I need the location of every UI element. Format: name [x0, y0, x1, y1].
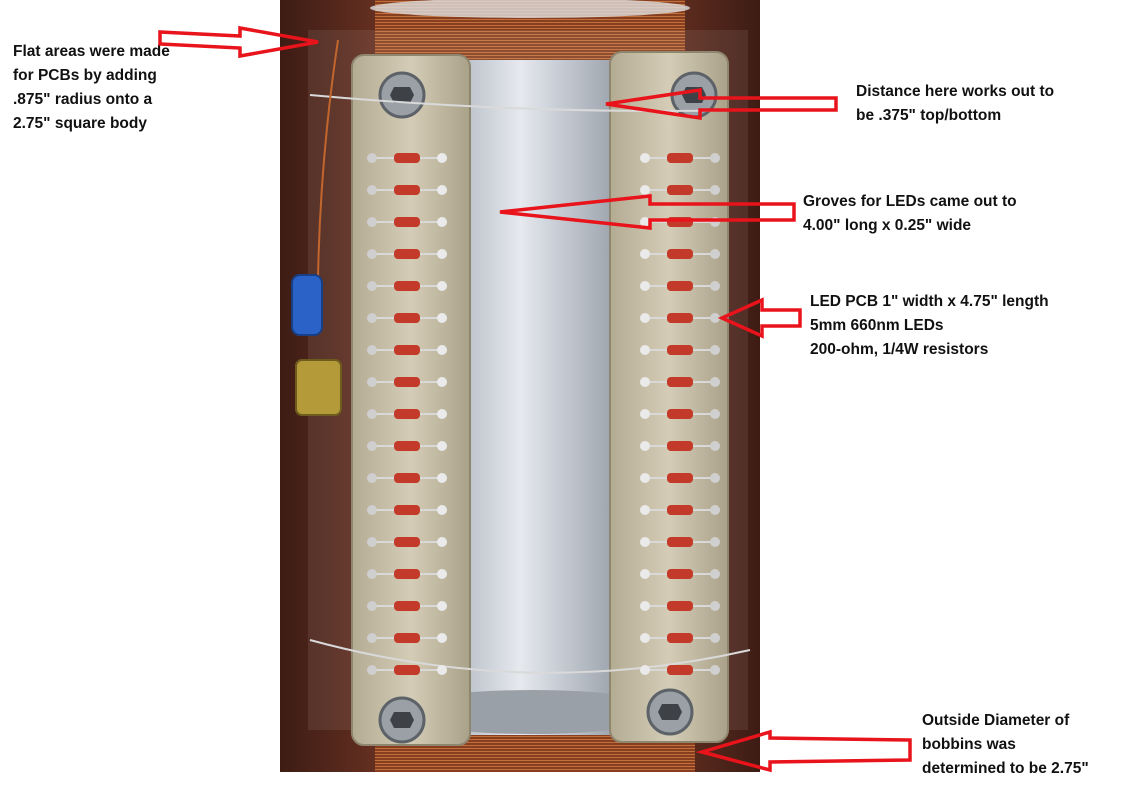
led-resistor-row: [640, 505, 720, 515]
led-resistor-row: [367, 185, 447, 195]
led-resistor-row: [640, 313, 720, 323]
led-resistor-row: [367, 633, 447, 643]
led-resistor-row: [367, 409, 447, 419]
led-resistor-row: [367, 345, 447, 355]
led-resistor-row: [367, 505, 447, 515]
led-resistor-row: [367, 665, 447, 675]
led-resistor-row: [367, 153, 447, 163]
led-resistor-row: [367, 217, 447, 227]
led-resistor-row: [367, 281, 447, 291]
annotation-flat-areas: Flat areas were made for PCBs by adding …: [13, 43, 170, 132]
led-resistor-row: [367, 313, 447, 323]
led-resistor-row: [640, 345, 720, 355]
annotation-led-pcb: LED PCB 1" width x 4.75" length 5mm 660n…: [810, 293, 1049, 358]
annotation-outside-diameter: Outside Diameter of bobbins was determin…: [922, 712, 1089, 777]
led-resistor-row: [640, 377, 720, 387]
led-resistor-row: [367, 377, 447, 387]
led-resistor-row: [367, 473, 447, 483]
led-resistor-row: [367, 537, 447, 547]
led-resistor-row: [367, 601, 447, 611]
led-resistor-row: [640, 249, 720, 259]
led-resistor-row: [640, 665, 720, 675]
led-resistor-row: [640, 601, 720, 611]
annotation-groves: Groves for LEDs came out to 4.00" long x…: [803, 193, 1017, 234]
led-resistor-row: [640, 409, 720, 419]
led-resistor-row: [640, 537, 720, 547]
led-resistor-row: [367, 569, 447, 579]
led-resistor-row: [640, 633, 720, 643]
led-resistor-row: [367, 249, 447, 259]
led-resistor-row: [640, 569, 720, 579]
led-resistor-row: [640, 473, 720, 483]
led-resistor-row: [640, 153, 720, 163]
led-resistor-row: [640, 281, 720, 291]
led-resistor-row: [367, 441, 447, 451]
device-photo: [280, 0, 760, 772]
annotation-distance: Distance here works out to be .375" top/…: [856, 83, 1055, 124]
led-resistor-row: [640, 185, 720, 195]
led-resistor-row: [640, 441, 720, 451]
